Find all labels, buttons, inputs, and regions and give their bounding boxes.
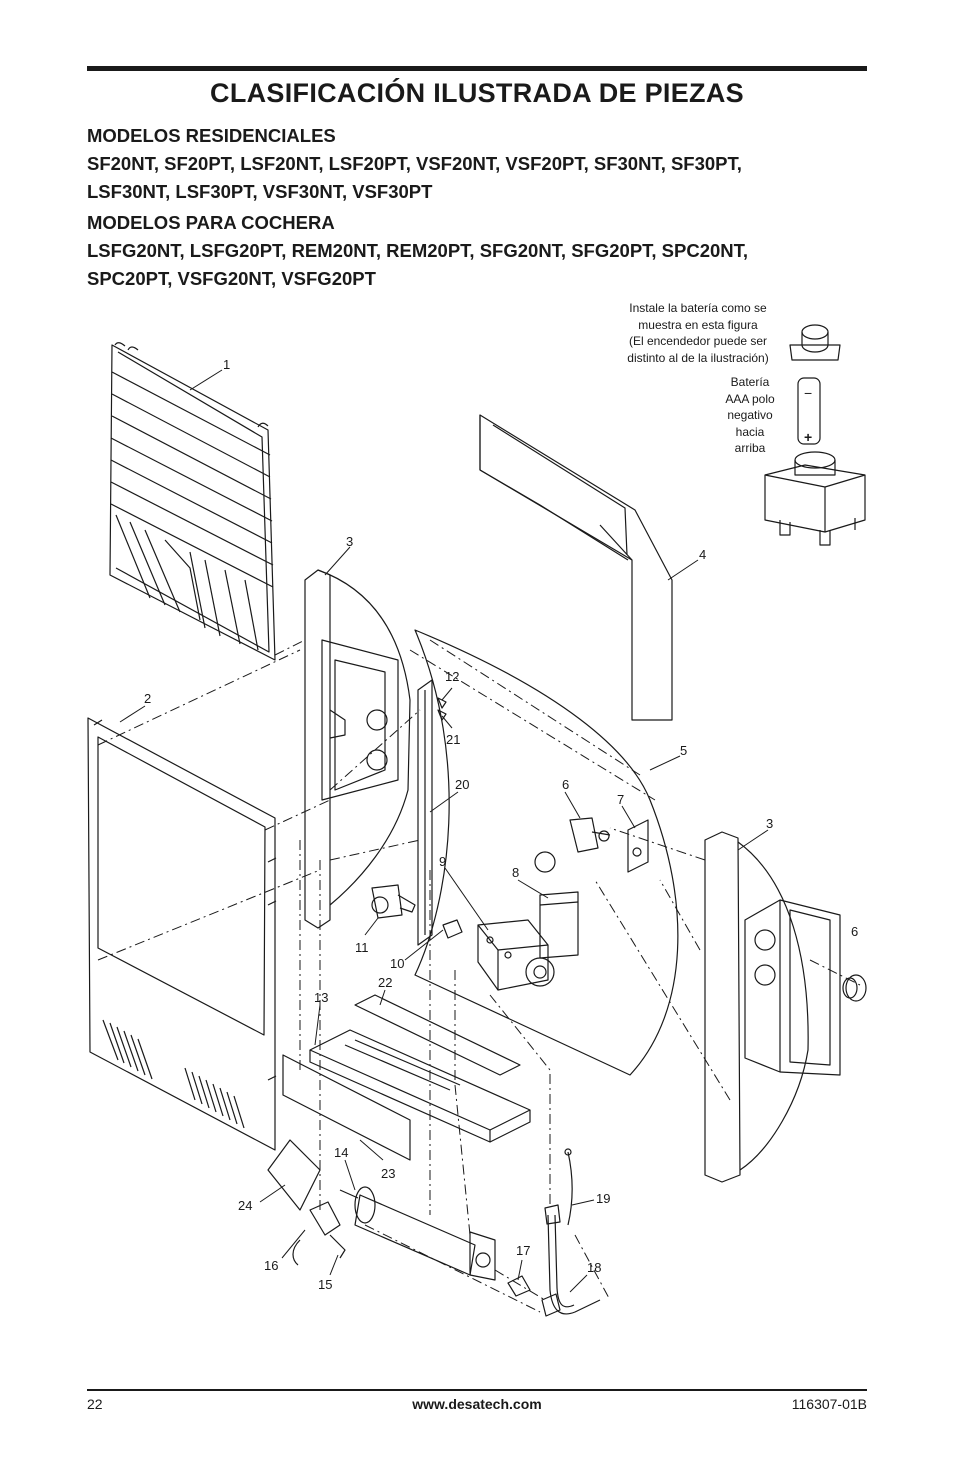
part-9-gas-valve bbox=[477, 919, 555, 991]
top-rule bbox=[87, 66, 867, 71]
part-3-left-side-panel bbox=[304, 569, 411, 929]
bottom-rule bbox=[87, 1389, 867, 1391]
garage-models-line-2: SPC20PT, VSFG20NT, VSFG20PT bbox=[87, 268, 376, 289]
callout-19: 19 bbox=[596, 1191, 610, 1206]
battery-label: Batería AAA polo negativo hacia arriba bbox=[722, 374, 778, 457]
battery-plus: + bbox=[804, 429, 812, 445]
document-number: 116307-01B bbox=[791, 1396, 867, 1412]
part-17-fitting bbox=[507, 1275, 531, 1297]
battery-label-line: Batería bbox=[730, 375, 770, 389]
battery-label-line: hacia bbox=[735, 424, 765, 439]
callout-24: 24 bbox=[238, 1198, 252, 1213]
callout-8: 8 bbox=[512, 865, 519, 880]
battery-minus: − bbox=[804, 385, 812, 401]
callout-20: 20 bbox=[455, 777, 469, 792]
part-19-lead bbox=[564, 1148, 573, 1226]
part-6-knob bbox=[842, 974, 867, 1002]
part-5-back-panel bbox=[414, 629, 679, 1076]
battery-label-line: AAA polo bbox=[725, 391, 775, 406]
callout-7: 7 bbox=[617, 792, 624, 807]
assembly-lines bbox=[97, 639, 861, 1313]
residential-models: MODELOS RESIDENCIALES SF20NT, SF20PT, LS… bbox=[87, 122, 877, 206]
callout-13: 13 bbox=[314, 990, 328, 1005]
callout-4: 4 bbox=[699, 547, 706, 562]
leader-lines bbox=[119, 369, 769, 1293]
battery-note-line: distinto al de la ilustración) bbox=[627, 350, 769, 365]
garage-heading: MODELOS PARA COCHERA bbox=[87, 212, 335, 233]
callout-16: 16 bbox=[264, 1258, 278, 1273]
callout-11: 11 bbox=[355, 940, 369, 955]
exploded-parts-diagram: 1 2 3 4 5 6 7 3 6 8 9 10 11 12 13 14 15 … bbox=[87, 324, 867, 1317]
callout-10: 10 bbox=[390, 956, 404, 971]
garage-models-line-1: LSFG20NT, LSFG20PT, REM20NT, REM20PT, SF… bbox=[87, 240, 749, 261]
callout-23: 23 bbox=[381, 1166, 395, 1181]
garage-models: MODELOS PARA COCHERA LSFG20NT, LSFG20PT,… bbox=[87, 209, 877, 293]
part-7-bracket bbox=[627, 819, 649, 873]
callout-5: 5 bbox=[680, 743, 687, 758]
battery-label-line: negativo bbox=[727, 408, 773, 422]
residential-heading: MODELOS RESIDENCIALES bbox=[87, 125, 336, 146]
page-number: 22 bbox=[87, 1396, 103, 1412]
callout-6: 6 bbox=[851, 924, 858, 939]
part-15-16-pilot-assembly bbox=[292, 1201, 346, 1266]
battery-note-line: Instale la batería como se bbox=[629, 301, 767, 315]
part-18-gas-tube bbox=[541, 1204, 601, 1317]
part-4-reflector bbox=[479, 414, 673, 721]
part-24-deflector bbox=[267, 1139, 321, 1211]
part-10-fitting bbox=[442, 919, 463, 939]
website-link[interactable]: www.desatech.com bbox=[412, 1396, 542, 1412]
callout-9: 9 bbox=[439, 854, 446, 869]
callout-6: 6 bbox=[562, 777, 569, 792]
residential-models-line-2: LSF30NT, LSF30PT, VSF30NT, VSF30PT bbox=[87, 181, 433, 202]
callout-3: 3 bbox=[766, 816, 773, 831]
part-8-bracket-plate bbox=[539, 891, 579, 959]
callout-18: 18 bbox=[587, 1260, 601, 1275]
battery-note-line: (El encendedor puede ser bbox=[628, 334, 768, 348]
callout-14: 14 bbox=[334, 1145, 348, 1160]
callout-1: 1 bbox=[223, 357, 230, 372]
part-20-bracket bbox=[417, 679, 433, 946]
part-2-front-panel bbox=[87, 717, 277, 1151]
callout-12: 12 bbox=[445, 669, 459, 684]
battery-note-line: muestra en esta figura bbox=[638, 317, 758, 332]
callouts: 1 2 3 4 5 6 7 3 6 8 9 10 11 12 13 14 15 … bbox=[144, 357, 858, 1292]
callout-17: 17 bbox=[516, 1243, 530, 1258]
callout-22: 22 bbox=[378, 975, 392, 990]
part-1-grille bbox=[109, 342, 276, 661]
part-13-burner-shield bbox=[309, 1029, 531, 1143]
part-6-igniter bbox=[569, 817, 611, 853]
callout-3: 3 bbox=[346, 534, 353, 549]
part-22-plate bbox=[354, 994, 521, 1076]
battery-label-line: arriba bbox=[734, 441, 766, 455]
residential-models-line-1: SF20NT, SF20PT, LSF20NT, LSF20PT, VSF20N… bbox=[87, 153, 742, 174]
callout-2: 2 bbox=[144, 691, 151, 706]
callout-21: 21 bbox=[446, 732, 460, 747]
part-14-burner bbox=[339, 1186, 496, 1281]
page-title: CLASIFICACIÓN ILUSTRADA DE PIEZAS bbox=[210, 78, 744, 108]
callout-15: 15 bbox=[318, 1277, 332, 1292]
battery-install-note: Instale la batería como se muestra en es… bbox=[608, 300, 788, 366]
part-23-shield-plate bbox=[282, 1054, 411, 1161]
part-11-igniter bbox=[371, 884, 416, 919]
battery-igniter-illustration bbox=[764, 324, 866, 546]
part-3-right-side-panel bbox=[704, 831, 841, 1183]
